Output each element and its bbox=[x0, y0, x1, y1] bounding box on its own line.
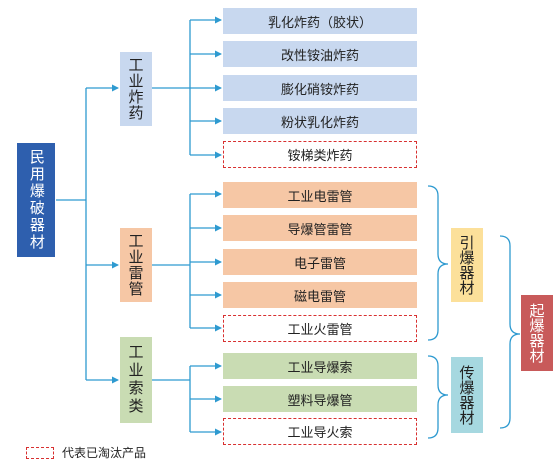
detonator-item-label: 电子雷管 bbox=[293, 256, 346, 272]
legend-dashed-swatch bbox=[26, 447, 54, 459]
group-initiator: 引爆器材 bbox=[451, 228, 483, 302]
explosive-item: 改性铵油炸药 bbox=[223, 41, 417, 67]
category-explosives-label: 工业炸药 bbox=[126, 57, 145, 121]
group-blasting-label: 起爆器材 bbox=[527, 303, 546, 363]
explosive-item-label: 乳化炸药（胶状） bbox=[267, 15, 372, 31]
explosive-item-label: 膨化硝铵炸药 bbox=[280, 82, 359, 98]
explosive-item-label: 粉状乳化炸药 bbox=[280, 115, 359, 131]
detonator-item-label: 工业电雷管 bbox=[287, 189, 353, 205]
explosive-item: 膨化硝铵炸药 bbox=[223, 75, 417, 101]
cord-item-label: 工业导火索 bbox=[287, 426, 353, 441]
category-explosives: 工业炸药 bbox=[120, 52, 152, 126]
category-detonators: 工业雷管 bbox=[120, 228, 152, 302]
detonator-item-label: 导爆管雷管 bbox=[287, 222, 353, 238]
root-label: 民用爆破器材 bbox=[27, 149, 46, 251]
detonator-item: 工业电雷管 bbox=[223, 182, 417, 208]
group-transmitter-label: 传爆器材 bbox=[457, 365, 476, 425]
detonator-item-label: 磁电雷管 bbox=[293, 289, 346, 305]
group-initiator-label: 引爆器材 bbox=[457, 235, 476, 295]
explosive-item: 乳化炸药（胶状） bbox=[223, 8, 417, 34]
category-cords-label: 工业索类 bbox=[126, 344, 145, 416]
detonator-item: 电子雷管 bbox=[223, 249, 417, 275]
detonator-item: 导爆管雷管 bbox=[223, 215, 417, 241]
detonator-item-eliminated: 工业火雷管 bbox=[223, 315, 417, 342]
group-transmitter: 传爆器材 bbox=[451, 357, 483, 433]
explosive-item: 粉状乳化炸药 bbox=[223, 108, 417, 134]
cord-item: 塑料导爆管 bbox=[223, 386, 417, 412]
cord-item: 工业导爆索 bbox=[223, 353, 417, 379]
category-cords: 工业索类 bbox=[120, 337, 152, 423]
root-node: 民用爆破器材 bbox=[17, 143, 55, 257]
category-detonators-label: 工业雷管 bbox=[126, 233, 145, 297]
explosive-item-eliminated: 铵梯类炸药 bbox=[223, 141, 417, 168]
detonator-item-label: 工业火雷管 bbox=[287, 323, 353, 338]
explosive-item-label: 铵梯类炸药 bbox=[287, 149, 353, 164]
detonator-item: 磁电雷管 bbox=[223, 282, 417, 308]
cord-item-label: 塑料导爆管 bbox=[287, 393, 353, 409]
group-blasting: 起爆器材 bbox=[521, 295, 553, 371]
cord-item-label: 工业导爆索 bbox=[287, 360, 353, 376]
legend-text: 代表已淘汰产品 bbox=[62, 446, 147, 460]
cord-item-eliminated: 工业导火索 bbox=[223, 418, 417, 445]
explosive-item-label: 改性铵油炸药 bbox=[280, 48, 359, 64]
